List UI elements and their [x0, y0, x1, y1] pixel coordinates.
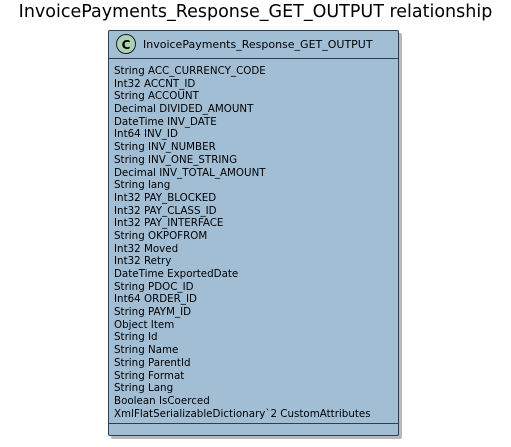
class-header: C InvoicePayments_Response_GET_OUTPUT: [109, 31, 398, 59]
class-c-glyph-icon: C: [122, 38, 131, 52]
class-attribute: String OKPOFROM: [114, 229, 208, 242]
class-attribute: String ParentId: [114, 356, 191, 369]
class-attribute: Int32 PAY_BLOCKED: [114, 191, 217, 204]
class-attribute: Int32 PAY_CLASS_ID: [114, 204, 217, 217]
class-attribute: String Lang: [114, 382, 174, 395]
class-attribute: DateTime ExportedDate: [114, 268, 239, 280]
class-attribute: Int32 Retry: [114, 255, 172, 268]
class-badge-icon: C: [116, 34, 136, 54]
class-attribute: String lang: [114, 179, 171, 192]
class-attribute: Decimal INV_TOTAL_AMOUNT: [114, 166, 266, 179]
class-attribute: String Name: [114, 344, 179, 357]
class-attribute: String INV_NUMBER: [114, 141, 216, 154]
class-attribute: String INV_ONE_STRING: [114, 153, 238, 166]
class-badge-letter: C: [122, 38, 131, 52]
class-box[interactable]: C InvoicePayments_Response_GET_OUTPUT St…: [108, 30, 399, 436]
class-attribute: XmlFlatSerializableDictionary`2 CustomAt…: [114, 407, 371, 420]
class-attribute: String Format: [114, 369, 185, 382]
class-attribute: Int64 ORDER_ID: [114, 293, 197, 306]
class-attribute: Int64 INV_ID: [114, 128, 178, 141]
class-attribute: Object Item: [114, 318, 175, 331]
class-attribute: String Id: [114, 331, 158, 344]
class-attribute: Int32 Moved: [114, 242, 179, 255]
class-attribute: String ACCOUNT: [114, 90, 199, 103]
class-attribute: Decimal DIVIDED_AMOUNT: [114, 103, 254, 116]
class-attribute: String ACC_CURRENCY_CODE: [114, 65, 266, 77]
class-attribute: Int32 PAY_INTERFACE: [114, 217, 224, 230]
class-attribute: String PAYM_ID: [114, 306, 192, 319]
class-attribute: Boolean IsCoerced: [114, 394, 210, 407]
diagram-title: InvoicePayments_Response_GET_OUTPUT rela…: [18, 2, 493, 22]
methods-divider: [109, 423, 398, 424]
class-attribute: String PDOC_ID: [114, 280, 194, 293]
class-name: InvoicePayments_Response_GET_OUTPUT: [143, 38, 373, 51]
class-attribute: Int32 ACCNT_ID: [114, 77, 196, 90]
class-attribute: DateTime INV_DATE: [114, 115, 217, 128]
